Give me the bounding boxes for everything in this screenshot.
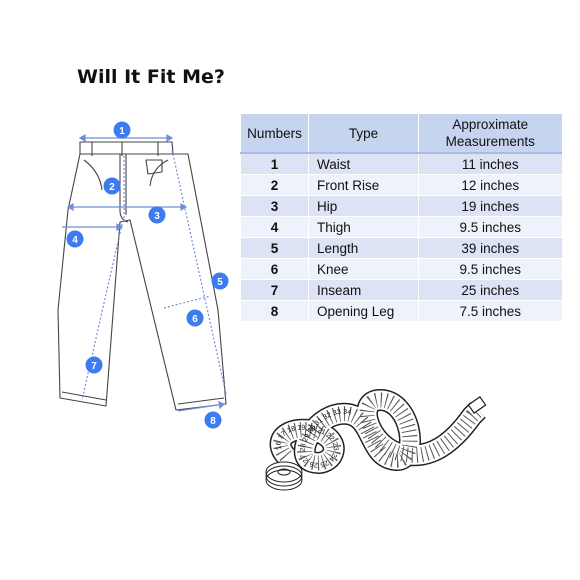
marker-5: 5 bbox=[211, 272, 229, 290]
row-type: Inseam bbox=[308, 279, 419, 301]
row-value: 25 inches bbox=[418, 279, 562, 301]
row-number: 2 bbox=[240, 174, 309, 196]
row-value: 7.5 inches bbox=[418, 300, 562, 322]
svg-text:1: 1 bbox=[119, 126, 125, 137]
svg-text:4: 4 bbox=[72, 235, 78, 246]
table-row: 1 Waist 11 inches bbox=[240, 153, 562, 175]
marker-7: 7 bbox=[85, 356, 103, 374]
measurements-table: Numbers Type Approximate Measurements 1 … bbox=[240, 114, 562, 322]
row-number: 7 bbox=[240, 279, 309, 301]
row-value: 9.5 inches bbox=[418, 216, 562, 238]
svg-text:8: 8 bbox=[210, 416, 216, 427]
row-type: Waist bbox=[308, 153, 419, 175]
marker-1: 1 bbox=[113, 121, 131, 139]
measurement-lines bbox=[62, 133, 227, 412]
marker-4: 4 bbox=[66, 230, 84, 248]
row-number: 3 bbox=[240, 195, 309, 217]
row-value: 11 inches bbox=[418, 153, 562, 175]
tape-end-tab bbox=[467, 396, 487, 414]
row-value: 9.5 inches bbox=[418, 258, 562, 280]
marker-2: 2 bbox=[103, 177, 121, 195]
row-type: Knee bbox=[308, 258, 419, 280]
row-value: 12 inches bbox=[418, 174, 562, 196]
row-value: 19 inches bbox=[418, 195, 562, 217]
table-row: 6 Knee 9.5 inches bbox=[240, 258, 562, 280]
row-type: Length bbox=[308, 237, 419, 259]
header-type: Type bbox=[308, 114, 419, 154]
page-title: Will It Fit Me? bbox=[77, 66, 225, 88]
table-row: 7 Inseam 25 inches bbox=[240, 279, 562, 301]
row-type: Front Rise bbox=[308, 174, 419, 196]
measuring-tape-illustration: 16 17 18 19 20 21 22 23 24 25 26 27 28 2… bbox=[265, 372, 498, 491]
row-type: Opening Leg bbox=[308, 300, 419, 322]
row-number: 5 bbox=[240, 237, 309, 259]
row-number: 6 bbox=[240, 258, 309, 280]
tape-roll bbox=[265, 461, 303, 491]
header-measurements: Approximate Measurements bbox=[418, 114, 562, 154]
row-type: Hip bbox=[308, 195, 419, 217]
svg-text:7: 7 bbox=[91, 361, 97, 372]
row-number: 4 bbox=[240, 216, 309, 238]
row-value: 39 inches bbox=[418, 237, 562, 259]
table-row: 3 Hip 19 inches bbox=[240, 195, 562, 217]
table-row: 8 Opening Leg 7.5 inches bbox=[240, 300, 562, 322]
jeans-diagram: 1 2 3 4 5 6 7 8 bbox=[57, 121, 229, 429]
marker-6: 6 bbox=[186, 309, 204, 327]
table-row: 4 Thigh 9.5 inches bbox=[240, 216, 562, 238]
header-numbers: Numbers bbox=[240, 114, 309, 154]
marker-3: 3 bbox=[148, 206, 166, 224]
svg-text:2: 2 bbox=[109, 182, 115, 193]
marker-8: 8 bbox=[204, 411, 222, 429]
row-number: 1 bbox=[240, 153, 309, 175]
row-type: Thigh bbox=[308, 216, 419, 238]
measurement-markers: 1 2 3 4 5 6 7 8 bbox=[66, 121, 229, 429]
svg-text:3: 3 bbox=[154, 211, 160, 222]
jeans-outline bbox=[57, 141, 227, 411]
table-row: 2 Front Rise 12 inches bbox=[240, 174, 562, 196]
svg-text:5: 5 bbox=[217, 277, 223, 288]
row-number: 8 bbox=[240, 300, 309, 322]
table-header-row: Numbers Type Approximate Measurements bbox=[240, 114, 562, 154]
svg-text:6: 6 bbox=[192, 314, 198, 325]
table-row: 5 Length 39 inches bbox=[240, 237, 562, 259]
